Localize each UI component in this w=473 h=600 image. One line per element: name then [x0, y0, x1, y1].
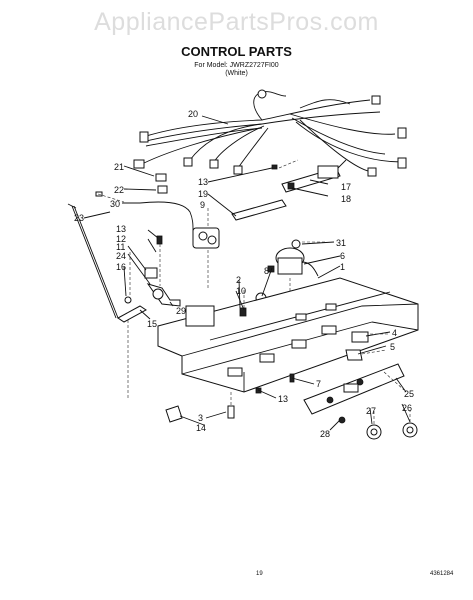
- callout-30: 30: [110, 199, 120, 209]
- callout-13-lower: 13: [278, 394, 288, 404]
- callout-23: 23: [74, 213, 84, 223]
- callout-19: 19: [198, 189, 208, 199]
- callout-31: 31: [336, 238, 346, 248]
- callout-14: 14: [196, 423, 206, 433]
- damper-linkage: [117, 235, 181, 400]
- callout-10: 10: [236, 286, 246, 296]
- callout-12: 12: [116, 234, 126, 244]
- callout-13-upper: 13: [198, 177, 208, 187]
- callout-9: 9: [200, 200, 205, 210]
- callout-7: 7: [316, 379, 321, 389]
- callout-3: 3: [198, 413, 203, 423]
- callout-11: 11: [116, 242, 125, 252]
- callout-20: 20: [188, 109, 198, 119]
- temperature-control: [192, 208, 220, 290]
- callout-labels: 20 21 22 30 13 19 9 17 18 23 13 12 11 24…: [74, 109, 414, 439]
- callout-4: 4: [392, 328, 397, 338]
- thermostat: [267, 239, 326, 300]
- callout-17: 17: [341, 182, 351, 192]
- callout-6: 6: [340, 251, 345, 261]
- wiring-harness: [133, 89, 407, 177]
- model-color: (White): [225, 70, 248, 77]
- callout-22: 22: [114, 185, 124, 195]
- document-id: 4361284: [430, 571, 454, 577]
- callout-21: 21: [114, 162, 124, 172]
- light-assembly: [231, 159, 347, 221]
- callout-28: 28: [320, 429, 330, 439]
- leader-lines: [83, 115, 411, 431]
- damper-rod: [67, 203, 119, 319]
- page-title: CONTROL PARTS: [181, 44, 292, 59]
- page-number: 19: [256, 571, 263, 577]
- callout-27: 27: [366, 406, 376, 416]
- callout-2: 2: [236, 275, 241, 285]
- callout-26: 26: [402, 403, 412, 413]
- switch-and-socket: [345, 331, 388, 361]
- model-number: For Model: JWRZ2727FI00: [194, 62, 279, 69]
- callout-24: 24: [116, 251, 126, 261]
- watermark-text: AppliancePartsPros.com: [94, 8, 379, 36]
- connector-parts: [95, 173, 168, 197]
- control-knobs: [338, 410, 418, 440]
- callout-16: 16: [116, 262, 126, 272]
- callout-13-left: 13: [116, 224, 126, 234]
- front-console: [303, 363, 405, 415]
- callout-25: 25: [404, 389, 414, 399]
- callout-15: 15: [147, 319, 157, 329]
- control-housing: [157, 277, 419, 393]
- callout-29: 29: [176, 306, 186, 316]
- callout-5: 5: [390, 342, 395, 352]
- callout-18: 18: [341, 194, 351, 204]
- callout-8: 8: [264, 266, 269, 276]
- callout-1: 1: [340, 262, 345, 272]
